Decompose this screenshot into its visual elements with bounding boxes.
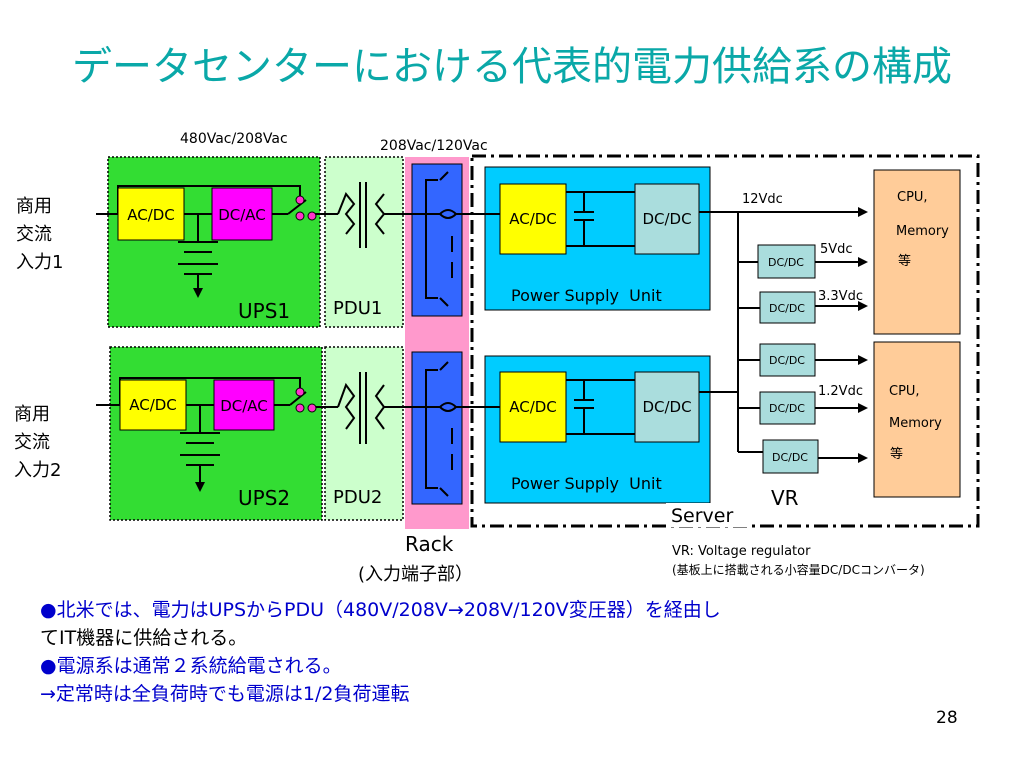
psu1-dc-dc-label: DC/DC [642, 210, 691, 228]
psu2-ac-dc [499, 371, 567, 443]
ups2-dc-ac [213, 379, 275, 431]
ups2-ac-dc-label: AC/DC [129, 396, 177, 414]
vr-dc-dc-4 [759, 391, 816, 425]
svg-text:入力2: 入力2 [14, 460, 61, 481]
cpu-memory-1 [873, 169, 961, 335]
psu1-capacitor [566, 191, 635, 247]
psu2-dc-dc-label: DC/DC [642, 398, 691, 416]
cpu-memory-2-line1: CPU, [889, 384, 920, 399]
rack-inlet-2 [411, 351, 463, 505]
psu1-ac-dc-label: AC/DC [509, 210, 557, 228]
ups1-ac-dc-label: AC/DC [127, 206, 175, 224]
psu1-label: Power Supply Unit [511, 286, 662, 305]
vr-note-line1: VR: Voltage regulator [672, 544, 811, 559]
vr-dc-dc-5 [762, 439, 819, 474]
vr-note-line2: (基板上に搭載される小容量DC/DCコンバータ) [672, 562, 925, 577]
page-number: 28 [936, 708, 958, 728]
cpu-memory-2-line3: 等 [890, 446, 903, 462]
svg-text:交流: 交流 [16, 224, 52, 245]
ups1-ac-dc [117, 187, 185, 241]
note-line-1: ●北米では、電力はUPSからPDU（480V/208V→208V/120V変圧器… [40, 599, 721, 621]
ups2-ac-dc [119, 379, 187, 431]
ups2-label: UPS2 [238, 486, 290, 510]
ups1-dc-ac-label: DC/AC [218, 206, 266, 224]
vr-dc-dc-2-label: DC/DC [769, 302, 805, 315]
psu2-dc-dc [634, 371, 700, 443]
label-12vdc: 12Vdc [742, 192, 783, 207]
svg-text:入力1: 入力1 [16, 252, 63, 273]
note-line-2: てIT機器に供給される。 [40, 627, 248, 649]
note-line-3: ●電源系は通常２系統給電される。 [40, 655, 342, 677]
svg-text:商用: 商用 [16, 196, 52, 217]
vr-dc-dc-5-label: DC/DC [772, 451, 808, 464]
transformer-1 [337, 182, 412, 248]
rack-connector-1 [412, 171, 500, 307]
rack-sub-label: (入力端子部） [358, 564, 473, 585]
pdu2-label: PDU2 [333, 487, 382, 508]
svg-text:交流: 交流 [14, 432, 50, 453]
slide-title: データセンターにおける代表的電力供給系の構成 [72, 44, 952, 90]
vr-dc-dc-3-label: DC/DC [769, 354, 805, 367]
pdu2-block [324, 346, 404, 521]
cpu-memory-1-line3: 等 [898, 253, 911, 269]
vr-dc-dc-2 [759, 291, 816, 324]
psu1-dc-dc [634, 183, 700, 255]
psu2-capacitor [566, 379, 635, 435]
pdu1-block [324, 156, 404, 328]
vr-dc-dc-4-label: DC/DC [769, 402, 805, 415]
voltage-label-208-120: 208Vac/120Vac [380, 138, 488, 154]
vr-label: VR [771, 486, 799, 510]
note-line-4: →定常時は全負荷時でも電源は1/2負荷運転 [40, 683, 410, 705]
server-label: Server [671, 505, 733, 527]
rack-connector-2 [412, 361, 500, 497]
ups1-dc-ac [211, 187, 273, 241]
ups1-label: UPS1 [238, 299, 290, 323]
vr-dc-dc-1 [757, 244, 816, 279]
cpu-memory-1-line2: Memory [896, 224, 949, 239]
dc-bus [699, 207, 868, 463]
psu2-ac-dc-label: AC/DC [509, 398, 557, 416]
vr-dc-dc-1-label: DC/DC [768, 256, 804, 269]
input-2-label: 商用 交流 入力2 [14, 404, 61, 481]
rack-inlet-1 [411, 163, 463, 317]
notes: ●北米では、電力はUPSからPDU（480V/208V→208V/120V変圧器… [40, 596, 721, 708]
psu1-ac-dc [499, 183, 567, 255]
label-3-3vdc: 3.3Vdc [818, 289, 863, 304]
input-1-label: 商用 交流 入力1 [16, 196, 63, 273]
svg-text:商用: 商用 [14, 404, 50, 425]
vr-dc-dc-3 [759, 343, 816, 377]
transformer-2 [337, 372, 412, 444]
voltage-label-480-208: 480Vac/208Vac [180, 131, 288, 147]
cpu-memory-1-line1: CPU, [897, 190, 928, 205]
psu2-label: Power Supply Unit [511, 474, 662, 493]
cpu-memory-2-line2: Memory [889, 416, 942, 431]
cpu-memory-2 [873, 341, 961, 498]
label-5vdc: 5Vdc [820, 242, 853, 257]
pdu1-label: PDU1 [333, 298, 382, 319]
rack-label: Rack [405, 532, 454, 556]
ups2-dc-ac-label: DC/AC [220, 397, 268, 415]
label-1-2vdc: 1.2Vdc [818, 384, 863, 399]
